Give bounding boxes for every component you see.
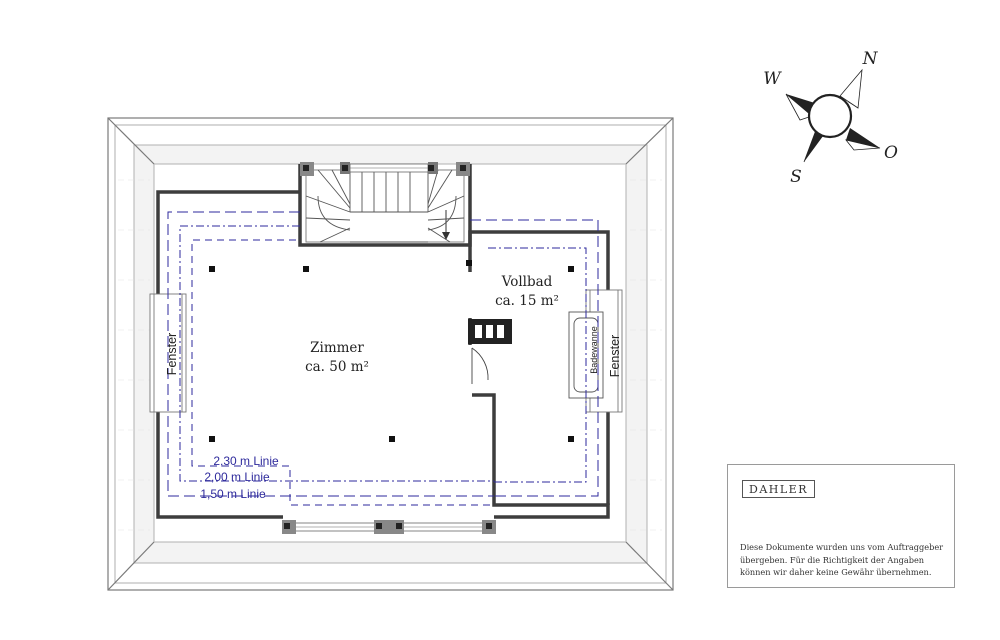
compass-icon <box>785 68 881 163</box>
markers <box>209 260 574 442</box>
height-line-2-30 <box>191 239 492 506</box>
room-area-zimmer: ca. 50 m² <box>305 359 369 375</box>
disclaimer-line: können wir daher keine Gewähr übernehmen… <box>740 567 932 577</box>
room-name-zimmer: Zimmer <box>310 340 364 356</box>
window-label-right: Fenster <box>608 335 622 377</box>
roof-hatching <box>118 179 662 531</box>
height-lines <box>167 211 599 506</box>
info-box: DAHLER Diese Dokumente wurden uns vom Au… <box>727 464 955 588</box>
bottom-window <box>282 520 496 534</box>
height-line-label-1-50: 1,50 m Linie <box>200 487 266 501</box>
window-label-left: Fenster <box>165 333 179 375</box>
bathtub-label: Badewanne <box>589 326 599 374</box>
chimney <box>468 319 512 344</box>
height-line-2-00 <box>179 225 494 482</box>
dahler-logo: DAHLER <box>742 480 815 498</box>
disclaimer-line: übergeben. Für die Richtigkeit der Angab… <box>740 554 925 565</box>
room-area-vollbad: ca. 15 m² <box>495 293 559 309</box>
height-line-label-2-00: 2,00 m Linie <box>204 470 270 484</box>
staircase <box>305 169 465 243</box>
compass-east: O <box>884 143 898 163</box>
compass-west: W <box>763 69 782 89</box>
top-window <box>300 162 470 176</box>
disclaimer: Diese Dokumente wurden uns vom Auftragge… <box>740 541 950 579</box>
height-line-label-2-30: 2,30 m Linie <box>213 454 279 468</box>
height-line-bath-outer <box>470 219 599 497</box>
compass-south: S <box>790 167 802 187</box>
height-line-1-50 <box>167 211 494 497</box>
compass-north: N <box>862 49 879 69</box>
disclaimer-line: Diese Dokumente wurden uns vom Auftragge… <box>740 542 944 552</box>
height-line-bath-inner <box>488 247 587 483</box>
room-name-vollbad: Vollbad <box>501 274 553 290</box>
door <box>471 347 489 384</box>
